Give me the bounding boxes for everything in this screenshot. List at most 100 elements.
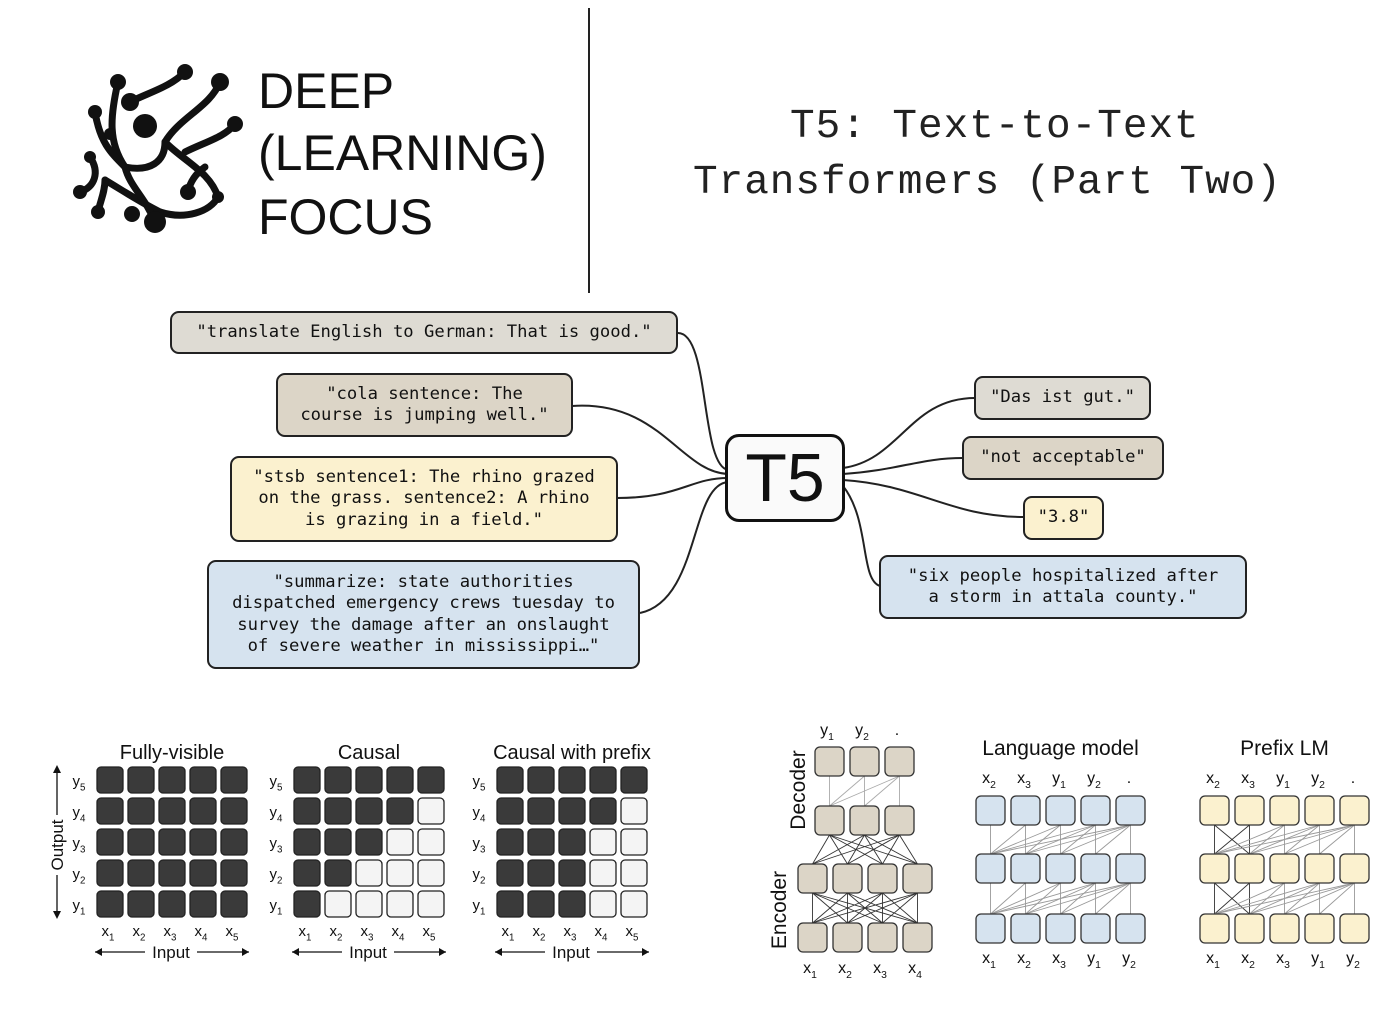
- prefix-lm-panel-title: Prefix LM: [1240, 737, 1329, 760]
- mask-cell: [496, 766, 524, 794]
- deep-learning-focus-logo: [73, 64, 243, 233]
- mask-panel-title: Fully-visible: [120, 742, 224, 764]
- layer-node: [975, 795, 1006, 826]
- mask-cell: [127, 890, 155, 918]
- encoder-bottom-label: x2: [838, 960, 852, 981]
- layer-node: [1199, 795, 1230, 826]
- attention-edge: [990, 824, 1131, 855]
- mask-cell: [558, 859, 586, 887]
- prefix-lm-panel-bottom-label: x1: [1206, 950, 1220, 971]
- layer-node: [1339, 795, 1370, 826]
- mask-cell: [127, 766, 155, 794]
- layer-node: [1010, 853, 1041, 884]
- layer-node: [867, 922, 898, 953]
- mask-cell: [324, 797, 352, 825]
- attention-edge: [812, 892, 918, 924]
- mask-cell: [158, 766, 186, 794]
- input-axis-label: Input: [152, 943, 190, 962]
- language-model-panel-top-label: y1: [1052, 770, 1066, 791]
- layer-node: [1269, 795, 1300, 826]
- layer-node: [975, 853, 1006, 884]
- mask-cell: [96, 766, 124, 794]
- mask-cell: [127, 797, 155, 825]
- mask-cell: [355, 766, 383, 794]
- mask-cell: [293, 766, 321, 794]
- decoder-top-label: .: [895, 722, 899, 739]
- mask-cell: [417, 859, 445, 887]
- arrow-head-icon: [439, 948, 446, 956]
- mask-cell: [417, 890, 445, 918]
- attention-edge: [899, 834, 918, 865]
- encoder-label: Encoder: [768, 871, 791, 949]
- mask-cell: [220, 890, 248, 918]
- attention-edge: [847, 892, 918, 924]
- language-model-panel-bottom-label: y2: [1122, 950, 1136, 971]
- layer-node: [832, 863, 863, 894]
- encoder-bottom-label: x4: [908, 960, 922, 981]
- attention-edge: [990, 824, 1061, 855]
- attention-edge: [812, 834, 830, 865]
- mask-cell: [189, 766, 217, 794]
- mask-col-label: x1: [299, 923, 312, 944]
- attention-edge: [1025, 882, 1131, 915]
- mask-cell: [158, 859, 186, 887]
- mask-cell: [293, 859, 321, 887]
- attention-edge: [1214, 882, 1355, 915]
- layer-node: [849, 805, 880, 836]
- language-model-panel-bottom-label: x3: [1052, 950, 1066, 971]
- mask-cell: [620, 890, 648, 918]
- input-translate-box: "translate English to German: That is go…: [170, 311, 678, 354]
- arrow-head-icon: [495, 948, 502, 956]
- mask-cell: [589, 766, 617, 794]
- attention-edge: [882, 892, 918, 924]
- mask-row-label: y5: [270, 773, 284, 794]
- input-axis-label: Input: [552, 943, 590, 962]
- layer-node: [1199, 913, 1230, 944]
- prefix-lm-panel-bottom-label: x2: [1241, 950, 1255, 971]
- mask-cell: [496, 859, 524, 887]
- mask-col-label: x4: [195, 923, 209, 944]
- mask-row-label: y4: [473, 804, 487, 825]
- mask-cell: [220, 828, 248, 856]
- layer-node: [832, 922, 863, 953]
- attention-edge: [864, 775, 900, 807]
- layer-node: [1045, 853, 1076, 884]
- mask-row-label: y5: [73, 773, 87, 794]
- mask-cell: [558, 797, 586, 825]
- language-model-panel-title: Language model: [982, 737, 1138, 760]
- mask-row-label: y3: [473, 835, 486, 856]
- mask-col-label: x5: [226, 923, 240, 944]
- language-model-panel-bottom-label: y1: [1087, 950, 1101, 971]
- language-model-panel-top-label: x3: [1017, 770, 1031, 791]
- mask-cell: [293, 890, 321, 918]
- mask-cell: [386, 828, 414, 856]
- mask-cell: [324, 766, 352, 794]
- mask-col-label: x2: [133, 923, 146, 944]
- mask-row-label: y4: [73, 804, 87, 825]
- mask-cell: [324, 890, 352, 918]
- layer-node: [1080, 913, 1111, 944]
- mask-cell: [293, 828, 321, 856]
- mask-cell: [527, 828, 555, 856]
- mask-cell: [589, 797, 617, 825]
- output-stsb-box: "3.8": [1023, 496, 1104, 540]
- mask-cell: [355, 797, 383, 825]
- layer-node: [867, 863, 898, 894]
- decoder-top-label: y2: [855, 722, 869, 743]
- arrow-head-icon: [242, 948, 249, 956]
- mask-cell: [558, 766, 586, 794]
- attention-edge: [1284, 824, 1355, 855]
- mask-col-label: x5: [626, 923, 640, 944]
- article-title-line-1: T5: Text-to-Text: [790, 104, 1200, 150]
- mask-cell: [220, 797, 248, 825]
- layer-node: [884, 805, 915, 836]
- attention-edge: [990, 882, 1131, 915]
- mask-cell: [158, 797, 186, 825]
- output-axis-label: Output: [48, 819, 67, 870]
- mask-row-label: y5: [473, 773, 487, 794]
- mask-col-label: x3: [361, 923, 374, 944]
- t5-center-box: T5: [725, 434, 845, 522]
- mask-row-label: y1: [270, 897, 283, 918]
- mask-row-label: y3: [73, 835, 86, 856]
